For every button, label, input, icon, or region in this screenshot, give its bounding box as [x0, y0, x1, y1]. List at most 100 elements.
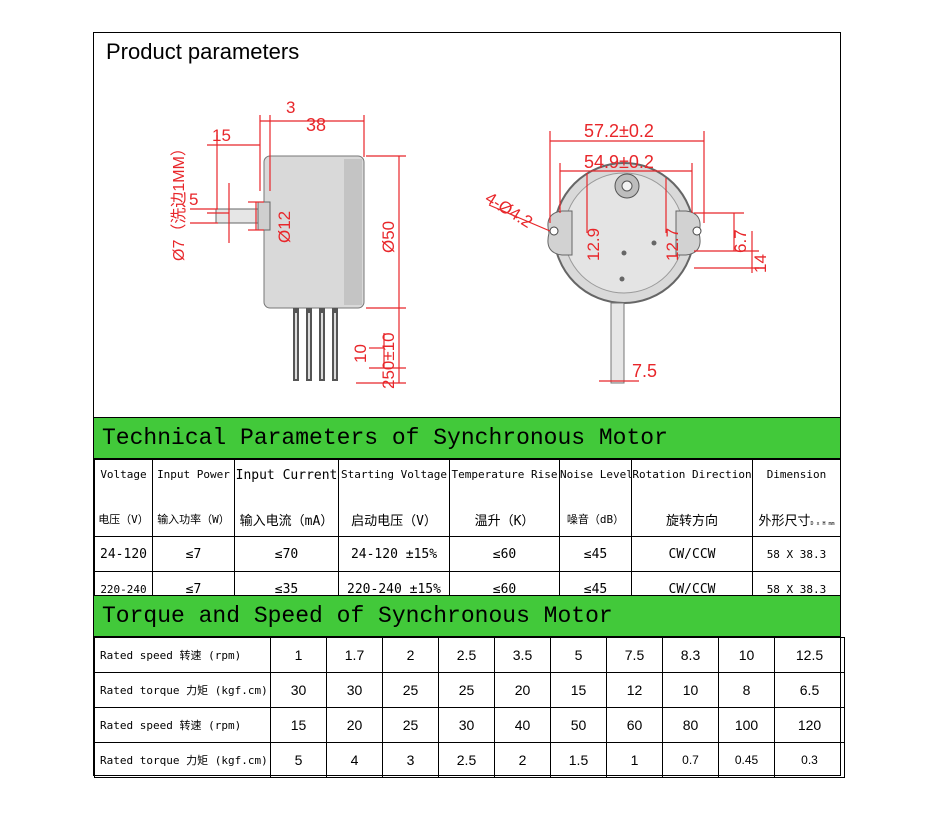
value-cell: 10 — [718, 637, 775, 673]
torque-row-3: Rated speed 转速 (rpm) 15 20 25 30 40 50 6… — [94, 707, 845, 743]
value-cell: 2 — [382, 637, 439, 673]
dim-12-9: 12.9 — [584, 228, 603, 261]
dim-54-9: 54.9±0.2 — [584, 152, 654, 172]
header-cn-rotation-direction: 旋转方向 — [631, 502, 753, 537]
technical-drawing: 3 38 15 5 Ø7（洗边1MM） Ø12 Ø50 10 250±10 — [170, 98, 770, 389]
header-voltage: Voltage — [94, 459, 153, 502]
value-cell: 100 — [718, 707, 775, 743]
value-cell: 5 — [550, 637, 607, 673]
value-cell: 10 — [662, 672, 719, 708]
value-cell: 1.5 — [550, 742, 607, 778]
dim-3: 3 — [286, 98, 295, 117]
value-cell: 20 — [326, 707, 383, 743]
torque-row-4: Rated torque 力矩 (kgf.cm) 5 4 3 2.5 2 1.5… — [94, 742, 845, 778]
motor-hub — [257, 201, 271, 231]
dim-shaft: Ø7（洗边1MM） — [170, 140, 188, 261]
value-cell: 3.5 — [494, 637, 551, 673]
value-cell: 30 — [438, 707, 495, 743]
value-cell: 30 — [326, 672, 383, 708]
value-cell: 15 — [550, 672, 607, 708]
value-cell: 25 — [382, 707, 439, 743]
value-cell: 50 — [550, 707, 607, 743]
value-cell: 25 — [382, 672, 439, 708]
value-cell: 3 — [382, 742, 439, 778]
tech-row-1: 24-120 ≤7 ≤70 24-120 ±15% ≤60 ≤45 CW/CCW… — [94, 536, 841, 572]
header-cn-input-power: 输入功率（W） — [152, 502, 235, 537]
header-cn-input-current: 输入电流（mA） — [234, 502, 339, 537]
row-label: Rated speed 转速 (rpm) — [94, 707, 271, 743]
header-cn-dimension-label: 外形尺寸 — [758, 513, 811, 529]
dim-5: 5 — [189, 190, 198, 209]
cell-input-current: ≤70 — [234, 536, 339, 572]
motor-shaft — [215, 208, 265, 224]
cell-input-power: ≤7 — [152, 536, 235, 572]
value-cell: 60 — [606, 707, 663, 743]
header-cn-dimension: 外形尺寸D x H mm — [752, 502, 841, 537]
value-cell: 40 — [494, 707, 551, 743]
dim-7-5: 7.5 — [632, 361, 657, 381]
cell-rotation-direction: CW/CCW — [631, 536, 753, 572]
lead-cable — [610, 302, 625, 384]
row-label: Rated torque 力矩 (kgf.cm) — [94, 742, 271, 778]
motor-body — [263, 155, 365, 309]
header-dimension: Dimension — [752, 459, 841, 502]
header-input-power: Input Power — [152, 459, 235, 502]
dim-14: 14 — [751, 254, 770, 273]
row-label: Rated torque 力矩 (kgf.cm) — [94, 672, 271, 708]
torque-table: Rated speed 转速 (rpm) 1 1.7 2 2.5 3.5 5 7… — [94, 637, 845, 778]
header-cn-starting-voltage: 启动电压（V） — [338, 502, 450, 537]
torque-row-1: Rated speed 转速 (rpm) 1 1.7 2 2.5 3.5 5 7… — [94, 637, 845, 673]
tech-heading: Technical Parameters of Synchronous Moto… — [94, 417, 840, 459]
tech-header-en: Voltage Input Power Input Current Starti… — [94, 459, 841, 502]
value-cell: 1.7 — [326, 637, 383, 673]
mount-hole-right — [692, 226, 702, 236]
value-cell: 8.3 — [662, 637, 719, 673]
header-cn-voltage: 电压（V） — [94, 502, 153, 537]
dim-holes: 4-Ø4.2 — [482, 188, 536, 232]
dim-6-7: 6.7 — [731, 229, 750, 253]
mount-hole-left — [549, 226, 559, 236]
cell-noise-level: ≤45 — [559, 536, 632, 572]
value-cell: 4 — [326, 742, 383, 778]
header-cn-temperature-rise: 温升（K） — [449, 502, 560, 537]
page-title: Product parameters — [106, 39, 300, 64]
value-cell: 1 — [270, 637, 327, 673]
cell-temperature-rise: ≤60 — [449, 536, 560, 572]
front-view: 57.2±0.2 54.9±0.2 4-Ø4.2 12.9 12.7 6.7 1… — [482, 121, 770, 384]
value-cell: 7.5 — [606, 637, 663, 673]
cell-dimension: 58 X 38.3 — [752, 536, 841, 572]
mounting-flange — [547, 210, 573, 256]
value-cell: 2 — [494, 742, 551, 778]
value-cell: 20 — [494, 672, 551, 708]
value-cell: 5 — [270, 742, 327, 778]
value-cell: 0.7 — [662, 742, 719, 778]
value-cell: 12 — [606, 672, 663, 708]
row-label: Rated speed 转速 (rpm) — [94, 637, 271, 673]
tech-header-cn: 电压（V） 输入功率（W） 输入电流（mA） 启动电压（V） 温升（K） 噪音（… — [94, 502, 841, 537]
value-cell: 25 — [438, 672, 495, 708]
dim-12-7: 12.7 — [663, 228, 682, 261]
dim-15: 15 — [212, 126, 231, 145]
value-cell: 120 — [774, 707, 845, 743]
value-cell: 0.3 — [774, 742, 845, 778]
header-rotation-direction: Rotation Direction — [631, 459, 753, 502]
header-cn-dimension-sub: D x H mm — [810, 520, 835, 527]
value-cell: 12.5 — [774, 637, 845, 673]
value-cell: 15 — [270, 707, 327, 743]
dim-250: 250±10 — [379, 332, 398, 389]
header-noise-level: Noise Level — [559, 459, 632, 502]
value-cell: 30 — [270, 672, 327, 708]
header-cn-noise-level: 噪音（dB） — [559, 502, 632, 537]
dim-d50: Ø50 — [379, 221, 398, 253]
lead-wires — [293, 308, 338, 381]
dim-38: 38 — [306, 115, 326, 135]
torque-row-2: Rated torque 力矩 (kgf.cm) 30 30 25 25 20 … — [94, 672, 845, 708]
header-input-current: Input Current — [234, 459, 339, 502]
value-cell: 2.5 — [438, 742, 495, 778]
dim-10: 10 — [351, 344, 370, 363]
value-cell: 8 — [718, 672, 775, 708]
cell-starting-voltage: 24-120 ±15% — [338, 536, 450, 572]
value-cell: 2.5 — [438, 637, 495, 673]
value-cell: 6.5 — [774, 672, 845, 708]
cell-voltage: 24-120 — [94, 536, 153, 572]
